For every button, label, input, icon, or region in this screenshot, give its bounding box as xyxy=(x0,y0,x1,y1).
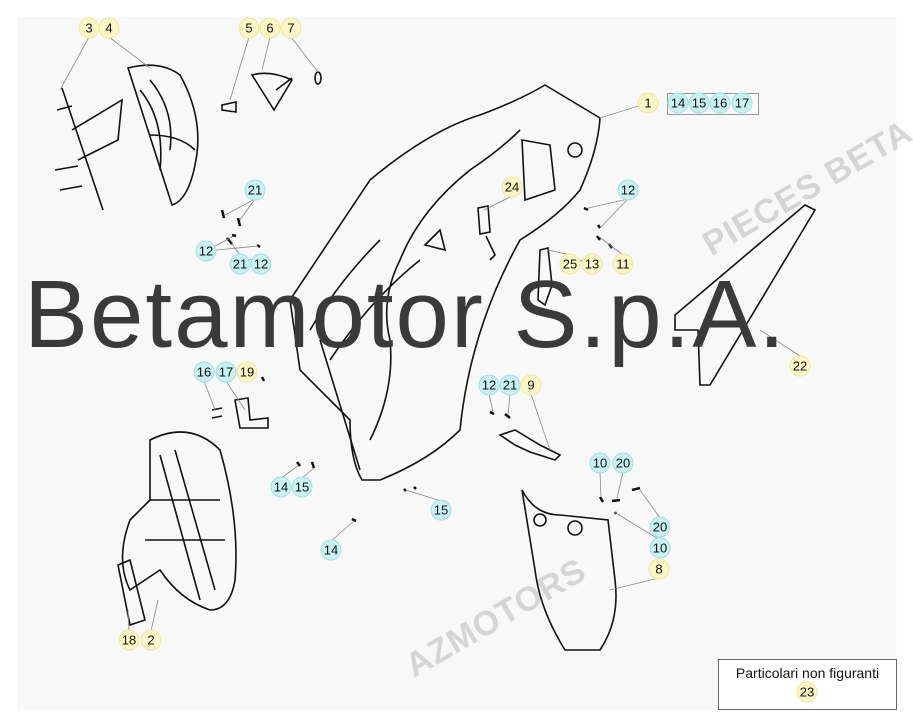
callout-7[interactable]: 7 xyxy=(281,18,301,38)
callout-14[interactable]: 14 xyxy=(321,540,341,560)
callout-20[interactable]: 20 xyxy=(650,517,670,537)
callout-12[interactable]: 12 xyxy=(196,241,216,261)
callout-15[interactable]: 15 xyxy=(431,500,451,520)
callout-12[interactable]: 12 xyxy=(251,254,271,274)
callout-14[interactable]: 14 xyxy=(668,93,688,113)
callout-19[interactable]: 19 xyxy=(237,362,257,382)
callout-13[interactable]: 13 xyxy=(582,254,602,274)
side-panel-drawing xyxy=(674,204,817,386)
brand-watermark: Betamotor S.p.A. xyxy=(24,261,788,368)
parts-not-shown-box: Particolari non figuranti 23 xyxy=(718,659,897,710)
callout-16[interactable]: 16 xyxy=(710,93,730,113)
parts-not-shown-title: Particolari non figuranti xyxy=(735,665,880,681)
callout-21[interactable]: 21 xyxy=(500,375,520,395)
headlight-lens-drawing xyxy=(126,64,199,207)
callout-25[interactable]: 25 xyxy=(560,254,580,274)
bracket-19-drawing xyxy=(234,397,269,429)
reflector-drawing xyxy=(498,429,562,461)
callout-4[interactable]: 4 xyxy=(99,18,119,38)
callout-20[interactable]: 20 xyxy=(613,453,633,473)
leader-lines xyxy=(59,36,801,632)
callout-1[interactable]: 1 xyxy=(638,93,658,113)
callout-6[interactable]: 6 xyxy=(260,18,280,38)
headlight-bracket-drawing xyxy=(54,87,123,211)
diagram-canvas xyxy=(17,17,897,710)
callout-21[interactable]: 21 xyxy=(230,254,250,274)
callout-15[interactable]: 15 xyxy=(689,93,709,113)
callout-21[interactable]: 21 xyxy=(245,180,265,200)
callout-16[interactable]: 16 xyxy=(194,362,214,382)
callout-11[interactable]: 11 xyxy=(613,254,633,274)
bracket-drawing xyxy=(537,247,553,307)
callout-group-1 xyxy=(667,93,759,115)
callout-3[interactable]: 3 xyxy=(79,18,99,38)
number-plate-drawing xyxy=(289,84,601,481)
callout-24[interactable]: 24 xyxy=(502,177,522,197)
bolt-drawing xyxy=(211,407,223,419)
callout-10[interactable]: 10 xyxy=(650,538,670,558)
callout-15[interactable]: 15 xyxy=(292,477,312,497)
callout-5[interactable]: 5 xyxy=(239,18,259,38)
callout-17[interactable]: 17 xyxy=(732,93,752,113)
callout-12[interactable]: 12 xyxy=(618,180,638,200)
callout-10[interactable]: 10 xyxy=(590,453,610,473)
callout-2[interactable]: 2 xyxy=(141,630,161,650)
rubber-strap-drawing xyxy=(250,72,294,112)
callout-23[interactable]: 23 xyxy=(797,682,817,702)
callout-12[interactable]: 12 xyxy=(479,375,499,395)
airbox-boot-drawing xyxy=(117,431,237,627)
tab-drawing xyxy=(477,205,496,261)
rear-fender-drawing xyxy=(521,489,617,651)
callout-22[interactable]: 22 xyxy=(790,356,810,376)
callout-8[interactable]: 8 xyxy=(649,559,669,579)
callout-17[interactable]: 17 xyxy=(216,362,236,382)
screw-drawing xyxy=(221,101,237,113)
washer-drawing xyxy=(314,71,322,85)
callout-18[interactable]: 18 xyxy=(119,630,139,650)
callout-9[interactable]: 9 xyxy=(521,375,541,395)
callout-14[interactable]: 14 xyxy=(271,477,291,497)
